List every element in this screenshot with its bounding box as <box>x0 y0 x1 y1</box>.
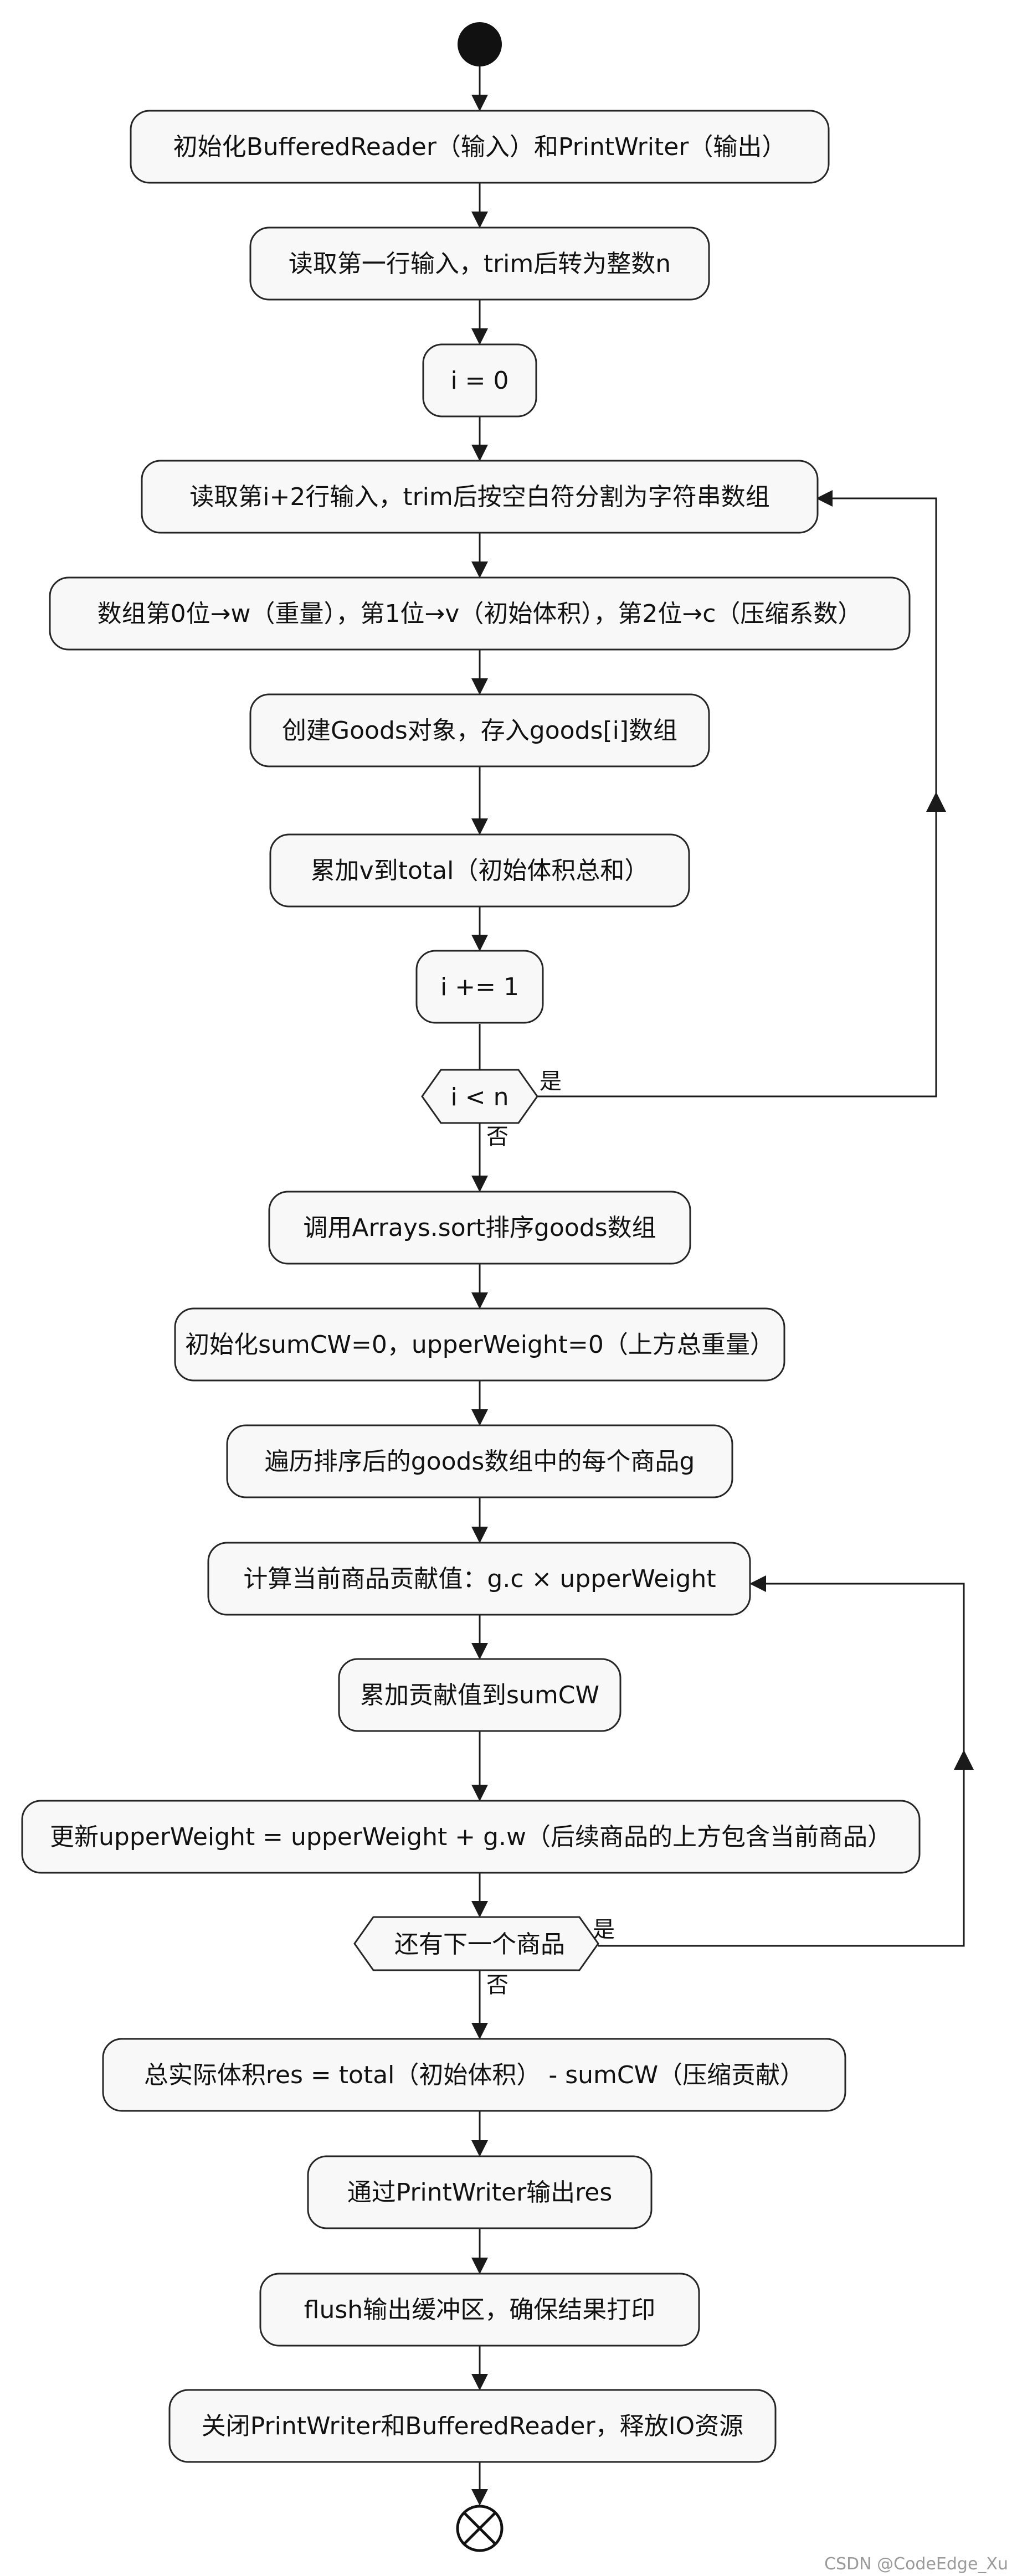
step-15: 总实际体积res = total（初始体积） - sumCW（压缩贡献） <box>102 2038 846 2112</box>
decision-1: i < n 是 否 <box>421 1069 562 1150</box>
step-9-label: 调用Arrays.sort排序goods数组 <box>303 1214 656 1242</box>
step-8-label: i += 1 <box>440 973 519 1001</box>
decision-1-yes-label: 是 <box>540 1069 562 1094</box>
step-12-label: 计算当前商品贡献值：g.c × upperWeight <box>243 1565 716 1593</box>
step-12: 计算当前商品贡献值：g.c × upperWeight <box>207 1542 751 1616</box>
end-node <box>456 2505 504 2552</box>
step-17-label: flush输出缓冲区，确保结果打印 <box>304 2296 655 2324</box>
step-7-label: 累加v到total（初始体积总和） <box>311 857 649 885</box>
step-14-label: 更新upperWeight = upperWeight + g.w（后续商品的上… <box>50 1823 892 1851</box>
step-18: 关闭PrintWriter和BufferedReader，释放IO资源 <box>168 2389 777 2463</box>
step-5: 数组第0位→w（重量），第1位→v（初始体积），第2位→c（压缩系数） <box>49 576 911 651</box>
step-13: 累加贡献值到sumCW <box>338 1658 622 1732</box>
step-16-label: 通过PrintWriter输出res <box>347 2178 613 2207</box>
step-10-label: 初始化sumCW=0，upperWeight=0（上方总重量） <box>185 1331 774 1359</box>
step-9: 调用Arrays.sort排序goods数组 <box>268 1191 691 1265</box>
decision-1-no-label: 否 <box>486 1124 508 1150</box>
step-1: 初始化BufferedReader（输入）和PrintWriter（输出） <box>130 110 830 184</box>
decision-1-label: i < n <box>451 1083 509 1111</box>
step-4-label: 读取第i+2行输入，trim后按空白符分割为字符串数组 <box>189 483 770 511</box>
decision-2-no-label: 否 <box>486 1972 508 1998</box>
step-4: 读取第i+2行输入，trim后按空白符分割为字符串数组 <box>141 460 819 534</box>
step-2: 读取第一行输入，trim后转为整数n <box>249 226 710 301</box>
loop-edge-2 <box>598 1575 974 1947</box>
step-11: 遍历排序后的goods数组中的每个商品g <box>226 1424 733 1498</box>
step-18-label: 关闭PrintWriter和BufferedReader，释放IO资源 <box>202 2412 743 2440</box>
loop-edge-1 <box>535 490 946 1098</box>
step-7: 累加v到total（初始体积总和） <box>269 833 690 908</box>
step-8: i += 1 <box>415 950 544 1024</box>
step-6: 创建Goods对象，存入goods[i]数组 <box>249 693 710 767</box>
step-15-label: 总实际体积res = total（初始体积） - sumCW（压缩贡献） <box>144 2061 804 2089</box>
step-1-label: 初始化BufferedReader（输入）和PrintWriter（输出） <box>173 133 787 161</box>
step-11-label: 遍历排序后的goods数组中的每个商品g <box>265 1447 695 1476</box>
step-16: 通过PrintWriter输出res <box>307 2155 653 2229</box>
step-10: 初始化sumCW=0，upperWeight=0（上方总重量） <box>174 1307 785 1382</box>
step-17: flush输出缓冲区，确保结果打印 <box>259 2273 700 2347</box>
step-14: 更新upperWeight = upperWeight + g.w（后续商品的上… <box>21 1800 921 1874</box>
step-5-label: 数组第0位→w（重量），第1位→v（初始体积），第2位→c（压缩系数） <box>97 600 862 628</box>
step-2-label: 读取第一行输入，trim后转为整数n <box>289 250 671 278</box>
step-3-label: i = 0 <box>450 367 508 395</box>
decision-2-label: 还有下一个商品 <box>394 1930 565 1959</box>
watermark: CSDN @CodeEdge_Xu <box>824 2554 1008 2574</box>
step-6-label: 创建Goods对象，存入goods[i]数组 <box>282 717 677 745</box>
step-13-label: 累加贡献值到sumCW <box>360 1681 599 1709</box>
start-node <box>458 22 502 66</box>
decision-2: 还有下一个商品 是 否 <box>353 1916 615 1998</box>
step-3: i = 0 <box>422 343 537 418</box>
decision-2-yes-label: 是 <box>593 1917 615 1943</box>
